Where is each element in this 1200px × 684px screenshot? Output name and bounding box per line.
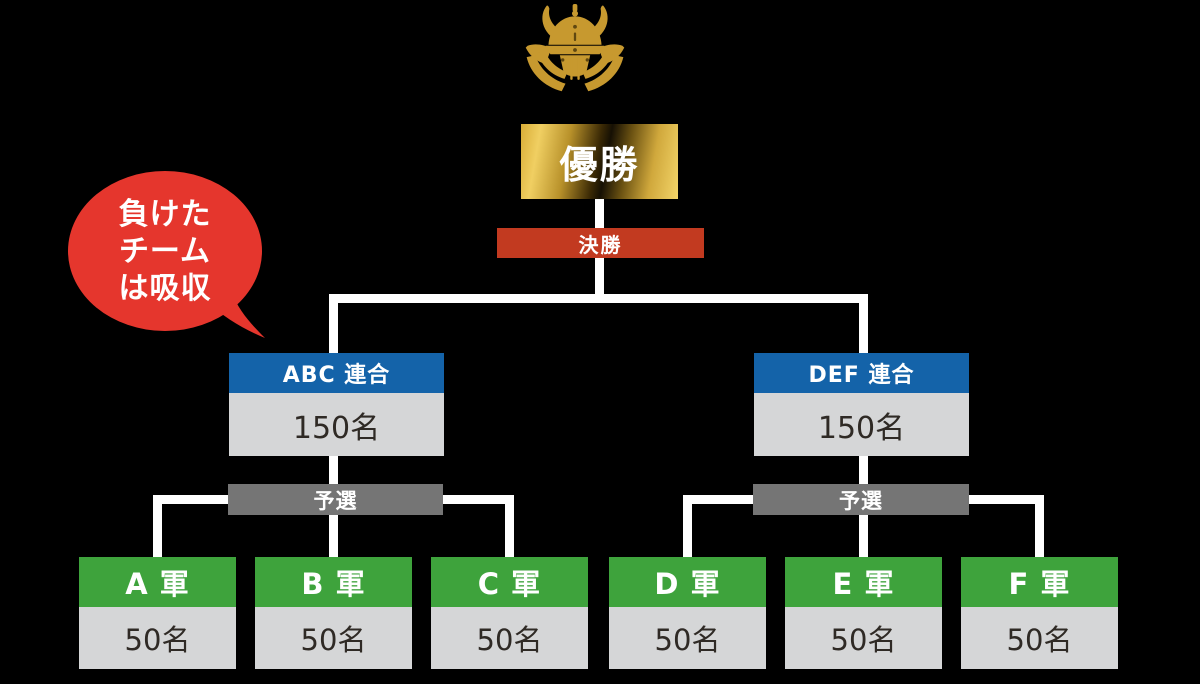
team-header: A 軍	[79, 557, 236, 607]
team-header: C 軍	[431, 557, 588, 607]
team-card-c: C 軍 50名	[431, 557, 588, 669]
team-card-e: E 軍 50名	[785, 557, 942, 669]
team-members: 50名	[654, 623, 721, 657]
connector-line	[683, 495, 758, 504]
union-header: DEF 連合	[754, 353, 969, 393]
team-card-a: A 軍 50名	[79, 557, 236, 669]
team-name: D 軍	[654, 567, 721, 601]
team-body: 50名	[609, 607, 766, 669]
connector-line	[329, 294, 868, 303]
team-members: 50名	[300, 623, 367, 657]
team-body: 50名	[431, 607, 588, 669]
connector-line	[440, 495, 514, 504]
team-name: B 軍	[301, 567, 366, 601]
team-body: 50名	[785, 607, 942, 669]
connector-line	[153, 495, 233, 504]
team-name: F 軍	[1008, 567, 1071, 601]
team-card-f: F 軍 50名	[961, 557, 1118, 669]
team-header: E 軍	[785, 557, 942, 607]
callout-line: チーム	[118, 233, 212, 269]
champion-box: 優勝	[521, 124, 678, 199]
connector-line	[965, 495, 1040, 504]
prelim-bar-right: 予選	[753, 484, 969, 515]
connector-line	[329, 456, 338, 485]
connector-line	[683, 495, 692, 558]
union-body: 150名	[754, 393, 969, 456]
connector-line	[595, 257, 604, 295]
final-round-bar: 決勝	[497, 228, 704, 258]
callout-line: は吸収	[118, 270, 212, 306]
champion-label: 優勝	[559, 143, 640, 187]
prelim-label: 予選	[839, 488, 883, 513]
team-card-d: D 軍 50名	[609, 557, 766, 669]
kabuto-helmet-icon	[525, 4, 625, 92]
connector-line	[859, 514, 868, 558]
connector-line	[329, 514, 338, 558]
prelim-bar-left: 予選	[228, 484, 443, 515]
team-name: C 軍	[477, 567, 542, 601]
team-name: A 軍	[125, 567, 190, 601]
connector-line	[595, 199, 604, 229]
connector-line	[505, 495, 514, 558]
connector-line	[859, 294, 868, 354]
callout-line: 負けた	[118, 196, 212, 232]
final-label: 決勝	[578, 232, 623, 257]
union-body: 150名	[229, 393, 444, 456]
union-name: DEF 連合	[808, 363, 915, 388]
union-name: ABC 連合	[282, 363, 391, 388]
team-header: F 軍	[961, 557, 1118, 607]
team-body: 50名	[961, 607, 1118, 669]
connector-line	[1035, 495, 1044, 558]
connector-line	[153, 495, 162, 558]
union-members: 150名	[292, 410, 381, 446]
team-header: D 軍	[609, 557, 766, 607]
prelim-label: 予選	[313, 488, 358, 513]
connector-line	[859, 456, 868, 485]
team-body: 50名	[79, 607, 236, 669]
team-members: 50名	[476, 623, 543, 657]
team-members: 50名	[1006, 623, 1073, 657]
union-members: 150名	[817, 410, 906, 446]
union-card-abc: ABC 連合 150名	[229, 353, 444, 456]
union-header: ABC 連合	[229, 353, 444, 393]
team-body: 50名	[255, 607, 412, 669]
callout-text: 負けた チーム は吸収	[68, 168, 262, 334]
team-members: 50名	[124, 623, 191, 657]
callout-bubble	[68, 171, 265, 338]
team-name: E 軍	[832, 567, 895, 601]
team-header: B 軍	[255, 557, 412, 607]
team-card-b: B 軍 50名	[255, 557, 412, 669]
connector-line	[329, 294, 338, 354]
team-members: 50名	[830, 623, 897, 657]
union-card-def: DEF 連合 150名	[754, 353, 969, 456]
